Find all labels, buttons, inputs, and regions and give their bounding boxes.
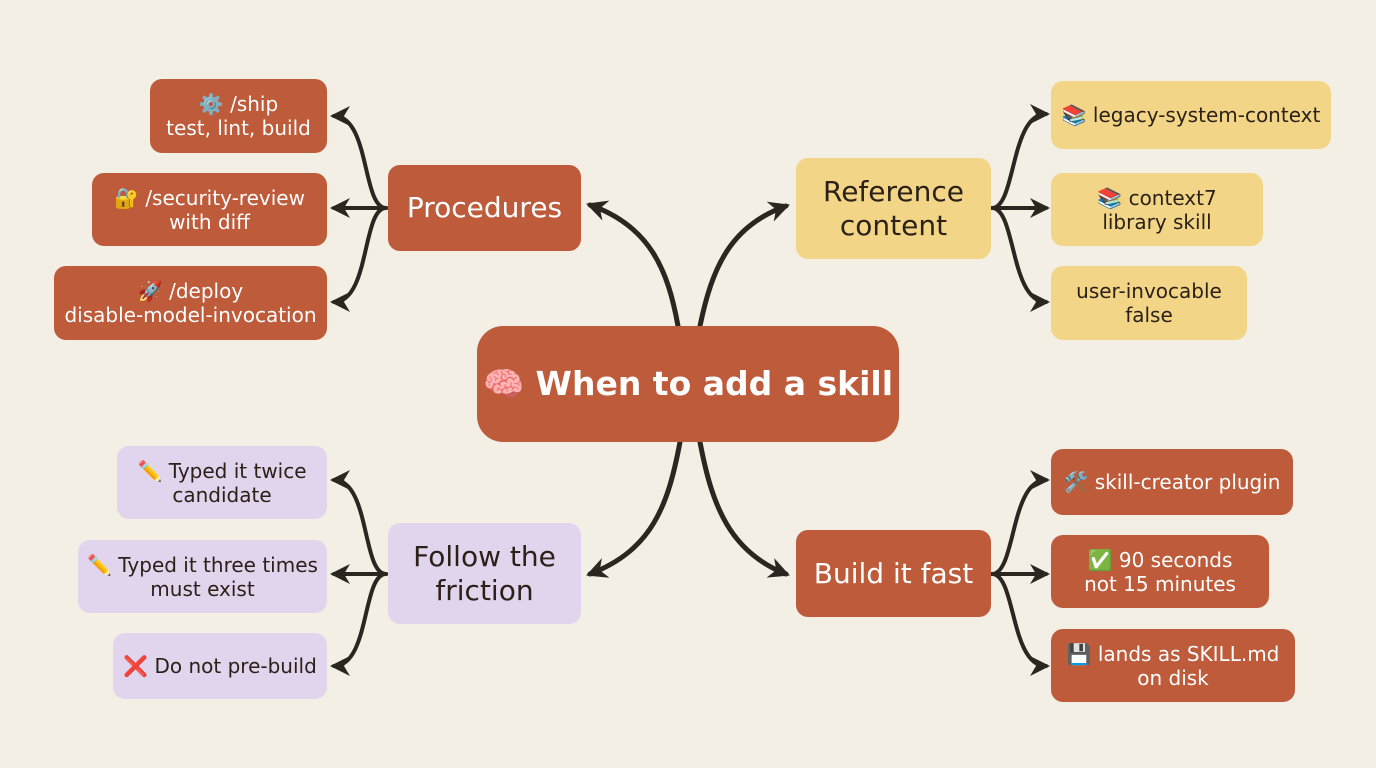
procedures-security-line2: with diff: [169, 209, 250, 234]
build-seconds-node: ✅ 90 seconds not 15 minutes: [1051, 535, 1269, 608]
root-node: 🧠 When to add a skill: [477, 326, 899, 442]
build-skillmd-line2: on disk: [1137, 665, 1209, 690]
edge-root-build: [697, 439, 790, 578]
build-plugin-node: 🛠️ skill-creator plugin: [1051, 449, 1293, 515]
procedures-node: Procedures: [388, 165, 581, 251]
friction-title-line2: friction: [435, 573, 534, 607]
friction-title-line1: Follow the: [413, 539, 556, 573]
reference-title-line2: content: [839, 208, 948, 242]
friction-three-line1: ✏️ Typed it three times: [87, 552, 318, 577]
friction-prebuild-line1: ❌ Do not pre-build: [123, 654, 317, 678]
friction-twice-line1: ✏️ Typed it twice: [137, 458, 307, 483]
reference-invocable-line1: user-invocable: [1076, 279, 1222, 303]
reference-context7-line1: 📚 context7: [1097, 185, 1217, 210]
build-plugin-line1: 🛠️ skill-creator plugin: [1063, 470, 1281, 494]
reference-context7-line2: library skill: [1102, 209, 1212, 234]
edge-build-plugin: [990, 470, 1050, 576]
build-skillmd-line1: 💾 lands as SKILL.md: [1066, 641, 1280, 666]
procedures-ship-line1: ⚙️ /ship: [198, 92, 279, 116]
reference-context7-node: 📚 context7 library skill: [1051, 173, 1263, 246]
edge-root-friction: [586, 439, 683, 578]
edge-root-procedures: [586, 200, 681, 329]
edge-procedures-deploy: [330, 206, 388, 312]
friction-node: Follow the friction: [388, 523, 581, 624]
procedures-security-line1: 🔐 /security-review: [114, 185, 305, 210]
build-title: Build it fast: [813, 556, 974, 590]
root-title: 🧠 When to add a skill: [482, 364, 894, 404]
reference-invocable-line2: false: [1125, 303, 1173, 327]
procedures-deploy-line2: disable-model-invocation: [64, 303, 317, 327]
edge-friction-twice: [330, 470, 388, 576]
build-skillmd-node: 💾 lands as SKILL.md on disk: [1051, 629, 1295, 702]
build-seconds-line1: ✅ 90 seconds: [1087, 547, 1233, 572]
reference-legacy-node: 📚 legacy-system-context: [1051, 81, 1331, 149]
procedures-title: Procedures: [406, 191, 563, 225]
build-seconds-line2: not 15 minutes: [1084, 571, 1236, 596]
friction-three-node: ✏️ Typed it three times must exist: [78, 540, 327, 613]
build-node: Build it fast: [796, 530, 991, 617]
procedures-deploy-line1: 🚀 /deploy: [137, 279, 244, 303]
edge-reference-legacy: [990, 104, 1050, 210]
edge-build-skillmd: [990, 572, 1050, 676]
procedures-ship-line2: test, lint, build: [166, 116, 311, 140]
reference-legacy-line1: 📚 legacy-system-context: [1061, 103, 1321, 127]
edge-reference-invocable: [990, 206, 1050, 312]
procedures-security-node: 🔐 /security-review with diff: [92, 173, 327, 246]
reference-title-line1: Reference: [823, 174, 964, 208]
reference-invocable-node: user-invocable false: [1051, 266, 1247, 340]
edge-procedures-ship: [330, 106, 388, 210]
friction-twice-line2: candidate: [172, 482, 272, 507]
procedures-ship-node: ⚙️ /ship test, lint, build: [150, 79, 327, 153]
friction-three-line2: must exist: [150, 576, 255, 601]
edge-friction-prebuild: [330, 572, 388, 676]
reference-node: Reference content: [796, 158, 991, 259]
edge-root-reference: [697, 201, 790, 329]
friction-prebuild-node: ❌ Do not pre-build: [113, 633, 327, 699]
friction-twice-node: ✏️ Typed it twice candidate: [117, 446, 327, 519]
procedures-deploy-node: 🚀 /deploy disable-model-invocation: [54, 266, 327, 340]
